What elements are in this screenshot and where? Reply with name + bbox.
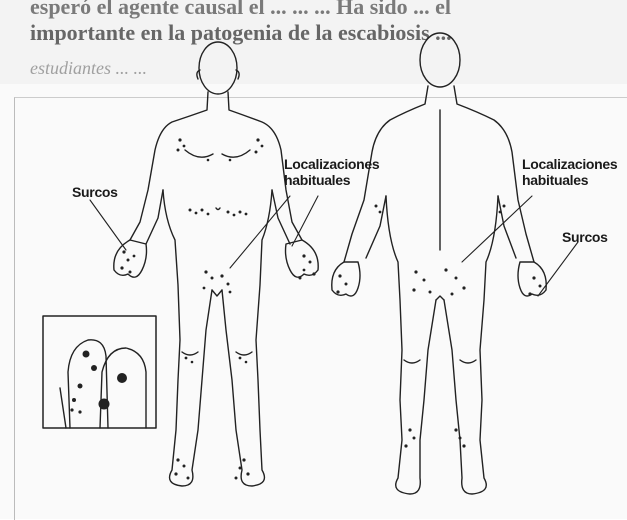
label-localizaciones-back-1: Localizaciones bbox=[522, 156, 617, 172]
label-surcos-front: Surcos bbox=[72, 184, 118, 200]
label-localizaciones-back-2: habituales bbox=[522, 172, 588, 188]
human-figure-front bbox=[114, 42, 318, 486]
human-figure-back bbox=[332, 33, 547, 494]
label-localizaciones-front-2: habituales bbox=[284, 172, 350, 188]
label-surcos-back: Surcos bbox=[562, 229, 608, 245]
leader-lines bbox=[90, 196, 578, 296]
label-localizaciones-front-1: Localizaciones bbox=[284, 156, 379, 172]
finger-web-inset bbox=[43, 316, 156, 428]
